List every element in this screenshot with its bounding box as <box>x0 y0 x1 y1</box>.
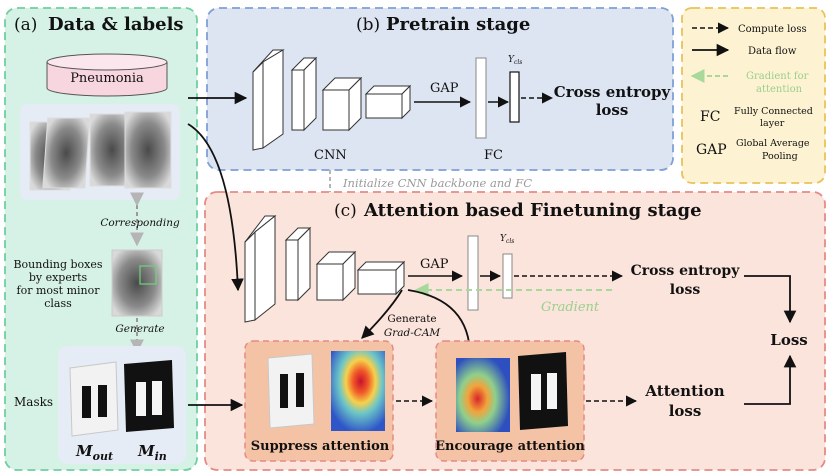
panel-c-finetuning-stage: (c) Attention based Finetuning stage GAP… <box>204 191 826 471</box>
legend-compute-loss: Compute loss <box>738 24 807 35</box>
mask-in-image <box>124 360 174 432</box>
generate-label: Generate <box>115 323 164 335</box>
total-loss-label: Loss <box>770 331 807 349</box>
bbox-line-3: for most minor <box>17 284 101 297</box>
attention-to-loss-arrow <box>744 354 797 405</box>
legend-fc-line2: layer <box>760 118 785 129</box>
pneumonia-database-icon: Pneumonia <box>46 53 168 97</box>
legend-fc-abbr: FC <box>700 109 720 125</box>
legend-gradient-line2: attention <box>756 84 803 95</box>
suppress-attention-box: Suppress attention <box>244 340 394 462</box>
encourage-heatmap <box>456 358 510 432</box>
m-out-label: Mout <box>75 442 113 463</box>
generate-gradcam-line1: Generate <box>387 313 436 325</box>
bbox-xray-image <box>111 249 163 317</box>
generate-gradcam-line2: Grad-CAM <box>384 327 441 339</box>
bbox-line-2: by experts <box>29 271 88 284</box>
data-to-finetune-arrow <box>187 123 244 292</box>
encourage-label: Encourage attention <box>435 439 585 454</box>
panel-a-data-and-labels: (a) Data & labels Pneumonia Correspondin… <box>4 7 198 471</box>
legend-gap-line1: Global Average <box>736 138 810 149</box>
pretrain-ycls-label: Ycls <box>508 55 522 66</box>
gradient-label: Gradient <box>541 300 600 315</box>
masks-label: Masks <box>14 395 53 409</box>
attention-loss-line2: loss <box>669 402 702 420</box>
legend: Compute loss Data flow Gradient for atte… <box>681 7 826 184</box>
panel-a-title: Data & labels <box>48 14 184 35</box>
bbox-description: Bounding boxes by experts for most minor… <box>13 258 102 310</box>
panel-b-prefix: (b) <box>356 15 380 35</box>
pretrain-cnn-label: CNN <box>314 148 347 163</box>
panel-b-title: Pretrain stage <box>386 14 530 35</box>
suppress-label: Suppress attention <box>251 439 390 454</box>
bbox-line-4: class <box>44 297 72 310</box>
panel-a-prefix: (a) <box>14 15 37 35</box>
suppress-heatmap <box>331 351 385 431</box>
pretrain-cnn-blocks <box>252 49 412 151</box>
pretrain-fc-layer <box>475 57 487 139</box>
finetune-cnn-blocks <box>244 214 406 323</box>
attention-loss-line1: Attention <box>644 382 724 400</box>
finetune-ce-line2: loss <box>670 282 701 298</box>
panel-c-title: Attention based Finetuning stage <box>363 200 702 221</box>
legend-gradient-line1: Gradient for <box>746 71 809 82</box>
panel-b-pretrain-stage: (b) Pretrain stage CNN GAP FC Ycls Cross… <box>206 7 674 171</box>
legend-fc-line1: Fully Connected <box>734 106 813 117</box>
encourage-attention-box: Encourage attention <box>435 340 585 462</box>
panel-c-prefix: (c) <box>334 201 357 221</box>
finetune-ce-line1: Cross entropy <box>631 263 741 279</box>
legend-gap-abbr: GAP <box>696 142 727 158</box>
mask-out-image <box>69 361 119 437</box>
finetune-gap-label: GAP <box>420 257 449 272</box>
finetune-fc-layer <box>467 235 479 311</box>
pretrain-output-layer <box>509 71 520 123</box>
corresponding-label: Corresponding <box>100 217 180 229</box>
bbox-line-1: Bounding boxes <box>13 258 102 271</box>
pretrain-fc-label: FC <box>484 148 503 163</box>
finetune-output-layer <box>502 253 513 299</box>
database-label: Pneumonia <box>70 71 144 86</box>
initialize-label: Initialize CNN backbone and FC <box>342 176 532 190</box>
pretrain-gap-label: GAP <box>430 81 459 96</box>
pretrain-loss-line1: Cross entropy <box>554 83 672 101</box>
legend-gap-line2: Pooling <box>762 151 798 162</box>
m-in-label: Min <box>137 442 167 463</box>
legend-data-flow: Data flow <box>748 46 797 57</box>
bbox-marker <box>139 265 157 285</box>
finetune-ycls-label: Ycls <box>500 234 514 245</box>
xray-image-stack <box>20 104 180 200</box>
ce-to-loss-arrow <box>744 275 797 324</box>
gradcam-to-suppress-arrow <box>361 289 403 339</box>
pretrain-loss-line2: loss <box>596 101 629 119</box>
